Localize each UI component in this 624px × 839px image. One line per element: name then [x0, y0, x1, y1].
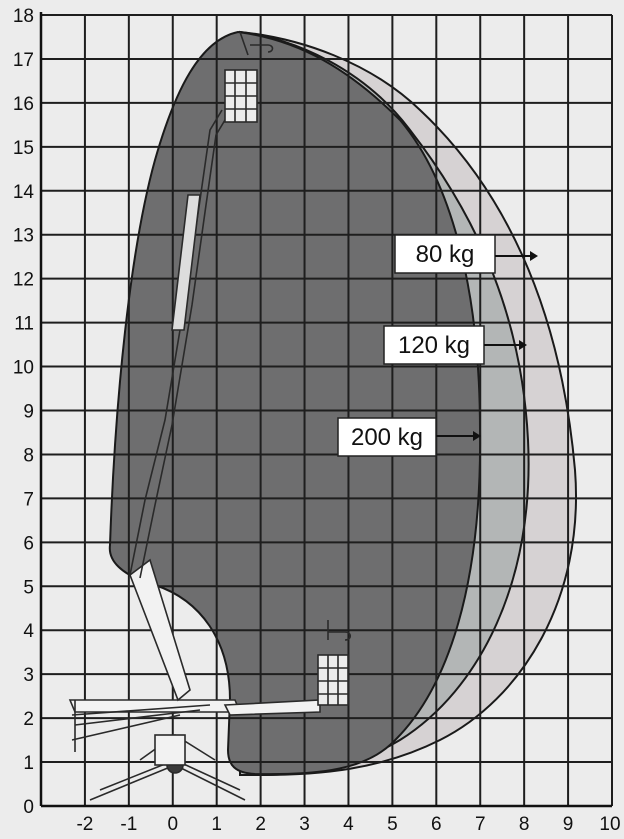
y-tick-label: 5	[23, 577, 34, 598]
y-tick-label: 9	[23, 402, 34, 423]
label-120kg: 120 kg	[383, 325, 527, 365]
x-tick-label: -1	[120, 814, 137, 834]
x-tick-label: 10	[599, 814, 620, 834]
y-tick-label: 18	[13, 6, 34, 27]
x-tick-label: 4	[343, 814, 354, 834]
x-tick-label: 8	[519, 814, 530, 834]
x-tick-label: -2	[76, 814, 93, 834]
x-tick-label: 3	[299, 814, 310, 834]
y-tick-label: 15	[13, 138, 34, 159]
y-tick-label: 6	[23, 533, 34, 554]
axes	[39, 12, 612, 808]
y-tick-label: 12	[13, 270, 34, 291]
y-tick-label: 3	[23, 665, 34, 686]
y-tick-label: 4	[23, 621, 34, 642]
y-tick-label: 14	[13, 182, 35, 203]
x-tick-label: 0	[167, 814, 178, 834]
x-tick-label: 9	[563, 814, 574, 834]
y-tick-label: 11	[14, 314, 34, 335]
y-tick-label: 0	[23, 797, 34, 818]
label-80kg-text: 80 kg	[416, 241, 475, 268]
spider-lift-icon	[68, 31, 352, 801]
label-200kg-text: 200 kg	[351, 424, 423, 451]
y-tick-label: 13	[13, 226, 34, 247]
y-tick-label: 10	[13, 358, 34, 379]
y-tick-label: 17	[13, 50, 34, 71]
y-tick-label: 8	[23, 445, 34, 466]
y-tick-label: 2	[23, 709, 34, 730]
x-tick-label: 1	[211, 814, 222, 834]
label-80kg: 80 kg	[394, 234, 538, 274]
y-tick-label: 7	[23, 489, 34, 510]
y-tick-label: 16	[13, 94, 34, 115]
x-tick-label: 5	[387, 814, 398, 834]
x-tick-label: 6	[431, 814, 442, 834]
y-tick-label: 1	[23, 753, 34, 774]
x-axis-ticks: -2 -1 0 1 2 3 4 5 6 7 8 9 10	[76, 814, 620, 835]
x-tick-label: 7	[475, 814, 486, 834]
label-120kg-text: 120 kg	[398, 332, 470, 359]
x-tick-label: 2	[255, 814, 266, 834]
label-200kg: 200 kg	[337, 417, 481, 457]
